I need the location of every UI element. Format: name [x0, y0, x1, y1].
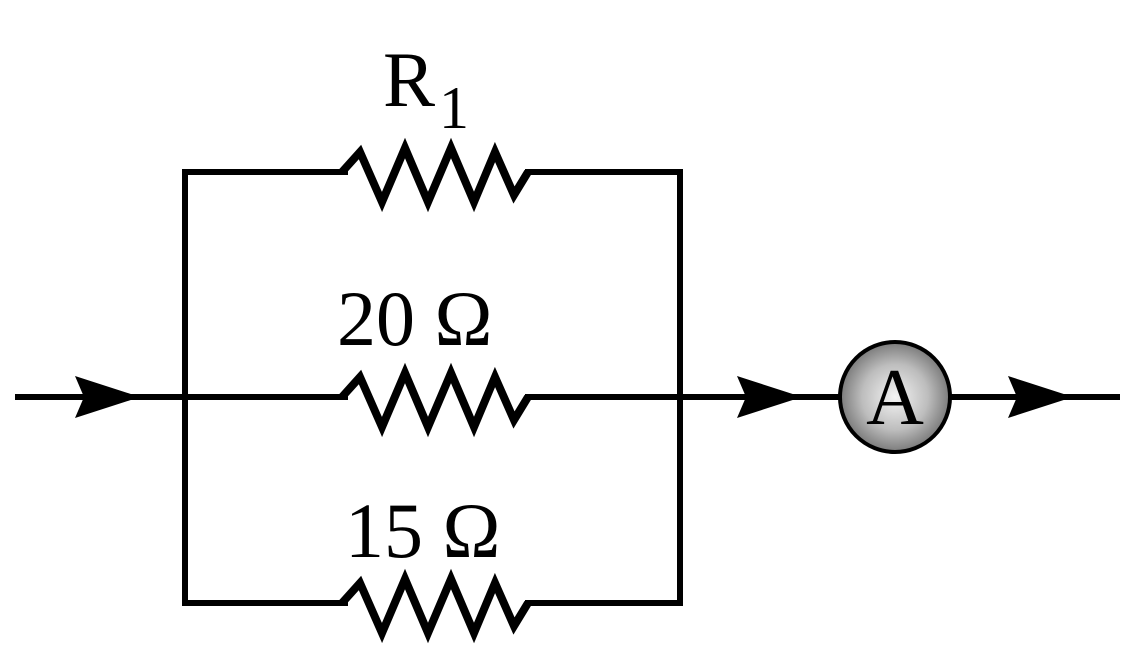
- resistor-r1: [339, 137, 532, 213]
- ammeter: A: [838, 340, 952, 454]
- resistor-r1-label-subscript: 1: [439, 75, 469, 141]
- current-arrow-icon: [737, 376, 802, 418]
- resistor-r1-label-main: R: [383, 36, 435, 123]
- resistor-15-ohm-label: 15 Ω: [345, 487, 500, 574]
- resistor-20-ohm-label: 20 Ω: [337, 275, 492, 362]
- current-arrow-icon: [1008, 376, 1073, 418]
- ammeter-label: A: [866, 354, 924, 442]
- resistor-r1-label: R1: [383, 36, 469, 141]
- resistor-20-ohm: [339, 362, 532, 438]
- current-arrow-icon: [75, 376, 140, 418]
- resistor-15-ohm: [339, 568, 532, 644]
